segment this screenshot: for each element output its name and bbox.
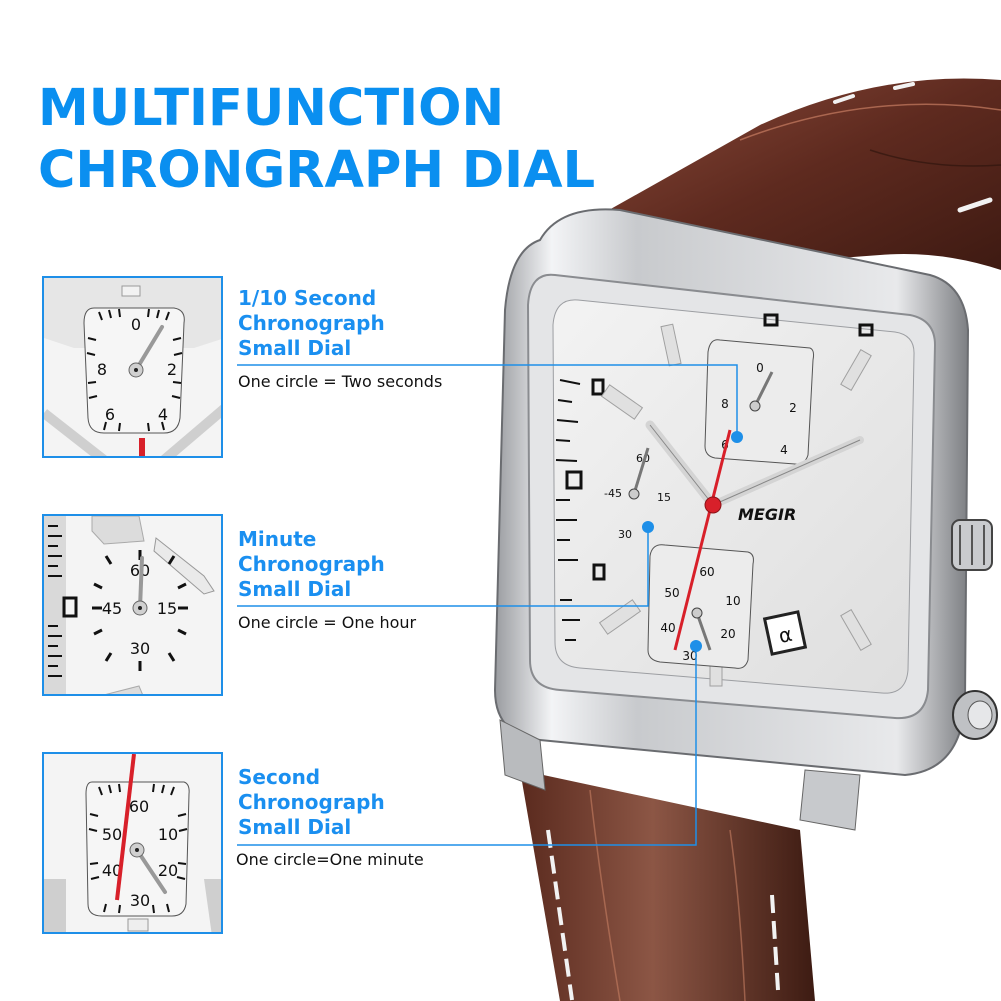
svg-text:0: 0 — [131, 315, 141, 334]
callout-line-2 — [237, 527, 649, 607]
feature-description: One circle=One minute — [236, 850, 424, 869]
svg-text:50: 50 — [664, 586, 679, 600]
svg-text:α: α — [776, 622, 794, 648]
svg-text:40: 40 — [102, 861, 122, 880]
svg-text:0: 0 — [756, 361, 764, 375]
svg-text:40: 40 — [660, 621, 675, 635]
headline-line-1: MULTIFUNCTION — [38, 79, 505, 138]
svg-text:6: 6 — [105, 405, 115, 424]
svg-text:10: 10 — [158, 825, 178, 844]
feature-title: Second Chronograph Small Dial — [238, 765, 385, 839]
callout-line-3 — [237, 646, 697, 846]
thumbnail-minute-dial: 60 15 30 45 — [42, 514, 223, 696]
feature-second: Second Chronograph Small Dial One circle… — [236, 765, 424, 869]
svg-text:2: 2 — [167, 360, 177, 379]
svg-text:60: 60 — [129, 797, 149, 816]
crown — [951, 519, 993, 571]
svg-text:30: 30 — [130, 891, 150, 910]
callout-dot-3 — [690, 640, 702, 652]
callout-line-1 — [237, 364, 738, 437]
svg-text:4: 4 — [158, 405, 168, 424]
thumbnail-second-dial: 60 10 20 30 40 50 — [42, 752, 223, 934]
callout-dot-1 — [731, 431, 743, 443]
svg-text:2: 2 — [789, 401, 797, 415]
headline-line-2: CHRONGRAPH DIAL — [38, 141, 596, 200]
svg-text:60: 60 — [699, 565, 714, 579]
svg-text:4: 4 — [780, 443, 788, 457]
headline: MULTIFUNCTION CHRONGRAPH DIAL — [38, 78, 595, 202]
svg-text:10: 10 — [725, 594, 740, 608]
feature-description: One circle = Two seconds — [238, 372, 443, 391]
svg-text:30: 30 — [682, 649, 697, 663]
feature-tenth-second: 1/10 Second Chronograph Small Dial One c… — [238, 286, 442, 391]
svg-text:15: 15 — [657, 491, 671, 504]
subdial-tenth-second — [704, 339, 815, 465]
feature-title: Minute Chronograph Small Dial — [238, 527, 385, 601]
feature-description: One circle = One hour — [238, 613, 417, 632]
svg-text:8: 8 — [721, 397, 729, 411]
chrono-second-hand — [673, 429, 732, 651]
svg-text:45: 45 — [102, 599, 122, 618]
strap-top — [600, 78, 1001, 270]
svg-text:8: 8 — [97, 360, 107, 379]
svg-text:30: 30 — [130, 639, 150, 658]
feature-minute: Minute Chronograph Small Dial One circle… — [238, 527, 416, 632]
svg-text:-45: -45 — [604, 487, 622, 500]
feature-title: 1/10 Second Chronograph Small Dial — [238, 286, 385, 360]
svg-text:15: 15 — [157, 599, 177, 618]
subdial-second — [647, 544, 754, 669]
svg-text:20: 20 — [158, 861, 178, 880]
thumbnail-tenth-second-dial: 0 2 4 6 8 — [42, 276, 223, 458]
date-window: α — [762, 610, 808, 656]
svg-text:30: 30 — [618, 528, 632, 541]
svg-text:20: 20 — [720, 627, 735, 641]
callout-dot-2 — [642, 521, 654, 533]
strap-bottom — [520, 770, 815, 1001]
brand-logo: MEGIR — [738, 505, 796, 524]
svg-text:50: 50 — [102, 825, 122, 844]
